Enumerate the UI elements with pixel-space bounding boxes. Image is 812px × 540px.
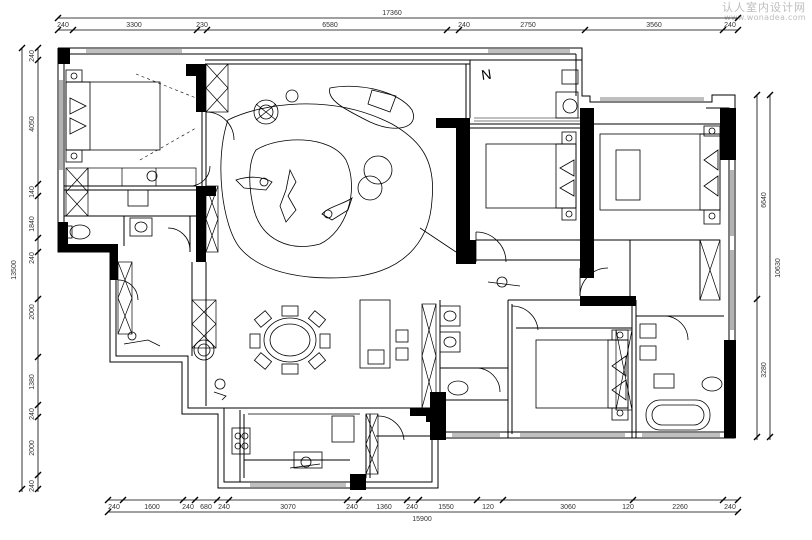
dim-top-6: 2750 [520,22,536,29]
dim-bottom-2: 1600 [144,504,160,511]
door-swings [117,111,689,441]
dim-left-9: 2000 [29,440,36,456]
dim-right-overall: 10630 [775,258,782,278]
dim-left-2: 4050 [29,116,36,132]
dim-left-1: 240 [29,50,36,62]
dim-top-5: 240 [458,22,470,29]
dim-top-2: 3300 [126,22,142,29]
dim-bottom-11: 120 [482,504,494,511]
dim-left-10: 240 [29,480,36,492]
dim-top-7: 3560 [646,22,662,29]
dim-bottom-10: 1550 [438,504,454,511]
watermark: 认人室内设计网 www.wonadea.com [722,2,806,22]
dim-bottom-overall: 15900 [412,516,432,523]
people-figures [123,276,521,469]
dim-left-4: 1840 [29,216,36,232]
bed-bedroom-4 [535,329,629,421]
living-plants [253,89,397,125]
dim-bottom-7: 240 [346,504,358,511]
lounge-figures [235,176,353,221]
kitchen-island [359,299,409,369]
wardrobes [65,63,721,475]
dim-right-1: 6640 [761,192,768,208]
bed-bedroom-3 [599,125,721,225]
interior-walls [64,112,724,482]
dim-left-8: 240 [29,408,36,420]
windows [59,49,734,487]
kitchen-fixtures [231,413,360,469]
bathroom-fixtures [65,69,723,431]
dining-set [249,305,331,375]
dim-bottom-9: 240 [406,504,418,511]
dim-left-overall: 13500 [11,260,18,280]
dim-top-1: 240 [57,22,69,29]
dim-bottom-14: 2260 [672,504,688,511]
exterior-walls [57,47,736,489]
watermark-url: www.wonadea.com [724,12,806,22]
dim-top-overall: 17360 [382,10,402,17]
bed-bedroom-2 [485,131,577,221]
dashed-lines [135,73,197,161]
dim-bottom-6: 3070 [280,504,296,511]
dimension-ticks [18,14,774,516]
dim-left-5: 240 [29,252,36,264]
dim-bottom-1: 240 [108,504,120,511]
dim-top-8: 240 [724,22,736,29]
dim-bottom-13: 120 [622,504,634,511]
dim-bottom-12: 3060 [560,504,576,511]
dim-left-7: 1380 [29,374,36,390]
dimension-lines [21,17,771,513]
dim-right-2: 3280 [761,362,768,378]
dim-bottom-3: 240 [182,504,194,511]
dim-top-3: 230 [196,22,208,29]
dim-left-6: 2000 [29,304,36,320]
dim-bottom-8: 1360 [376,504,392,511]
dim-bottom-4: 680 [200,504,212,511]
dimension-labels: 17360 240 3300 230 6580 240 2750 3560 24… [11,10,782,523]
dim-top-4: 6580 [322,22,338,29]
dim-bottom-5: 240 [218,504,230,511]
dim-bottom-15: 240 [724,504,736,511]
north-arrow: N [480,66,492,83]
bed-master [65,69,161,163]
north-label: N [480,66,492,83]
dim-left-3: 140 [29,186,36,198]
watermark-text: 认人室内设计网 [722,1,806,14]
living-rug [220,85,457,279]
